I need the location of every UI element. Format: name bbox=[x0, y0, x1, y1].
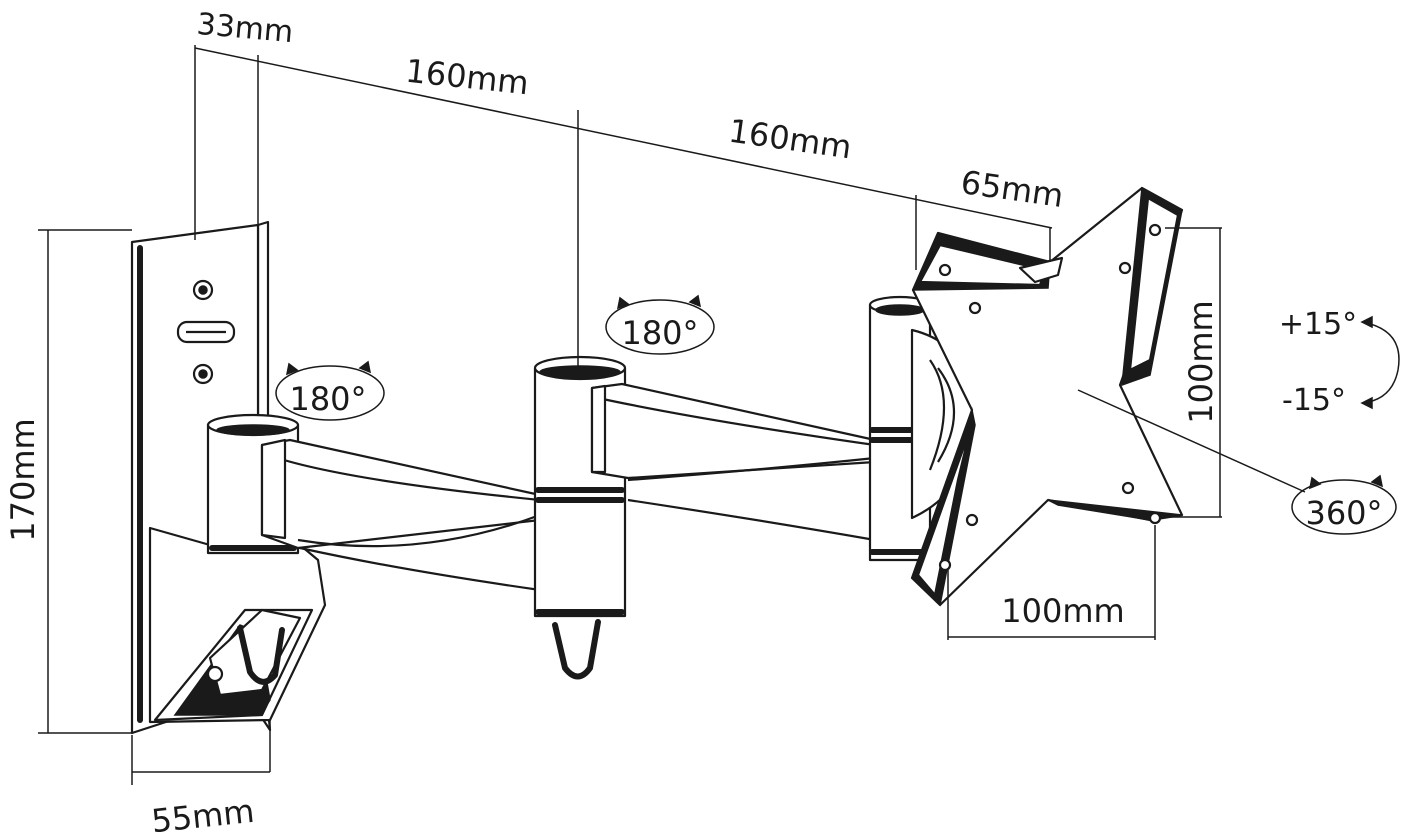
vesa-hole-3 bbox=[1148, 223, 1162, 237]
head-rotation-ellipse bbox=[1291, 479, 1397, 535]
vesa-hole-1 bbox=[938, 263, 952, 277]
label-vesa-vertical: 100mm bbox=[1182, 300, 1220, 423]
plate-hole-bottom bbox=[192, 363, 214, 385]
plate-slot bbox=[176, 320, 236, 344]
label-wall-swivel: 180° bbox=[289, 380, 366, 418]
plate-hole-top bbox=[192, 279, 214, 301]
tilt-arc bbox=[1361, 321, 1400, 404]
label-arm-length-2: 160mm bbox=[726, 112, 854, 167]
label-head-offset: 65mm bbox=[958, 163, 1065, 215]
label-tilt-up: +15° bbox=[1279, 307, 1357, 342]
label-elbow-swivel: 180° bbox=[621, 314, 698, 352]
elbow-hook bbox=[552, 619, 601, 680]
label-wall-plate-depth: 33mm bbox=[195, 7, 294, 50]
vesa-hole-8 bbox=[938, 558, 952, 572]
vesa-hole-4 bbox=[1118, 261, 1132, 275]
vesa-hole-5 bbox=[1121, 481, 1135, 495]
rotation-indicators bbox=[275, 294, 1400, 535]
label-wall-plate-width: 55mm bbox=[150, 792, 256, 839]
wall-swivel-ellipse bbox=[275, 365, 385, 421]
label-head-rotation: 360° bbox=[1305, 494, 1382, 532]
dimension-lines bbox=[38, 45, 1306, 785]
arm-segment-1 bbox=[260, 438, 542, 592]
arm-length-dimension-line bbox=[194, 47, 1053, 229]
bracket-hole bbox=[206, 665, 224, 683]
label-vesa-horizontal: 100mm bbox=[1001, 592, 1124, 630]
elbow-swivel-ellipse bbox=[605, 299, 715, 355]
vesa-hole-2 bbox=[968, 301, 982, 315]
label-arm-length-1: 160mm bbox=[404, 52, 531, 103]
arm-segment-2 bbox=[590, 382, 877, 542]
vesa-plate bbox=[910, 186, 1184, 607]
label-tilt-down: -15° bbox=[1282, 383, 1346, 418]
vesa-hole-7 bbox=[965, 513, 979, 527]
vesa-hole-6 bbox=[1148, 511, 1162, 525]
label-wall-plate-height: 170mm bbox=[4, 418, 42, 541]
wall-plate bbox=[130, 220, 327, 735]
bracket-hook bbox=[237, 625, 285, 685]
rotation-labels: 180° 180° 360° +15° -15° bbox=[289, 307, 1382, 532]
